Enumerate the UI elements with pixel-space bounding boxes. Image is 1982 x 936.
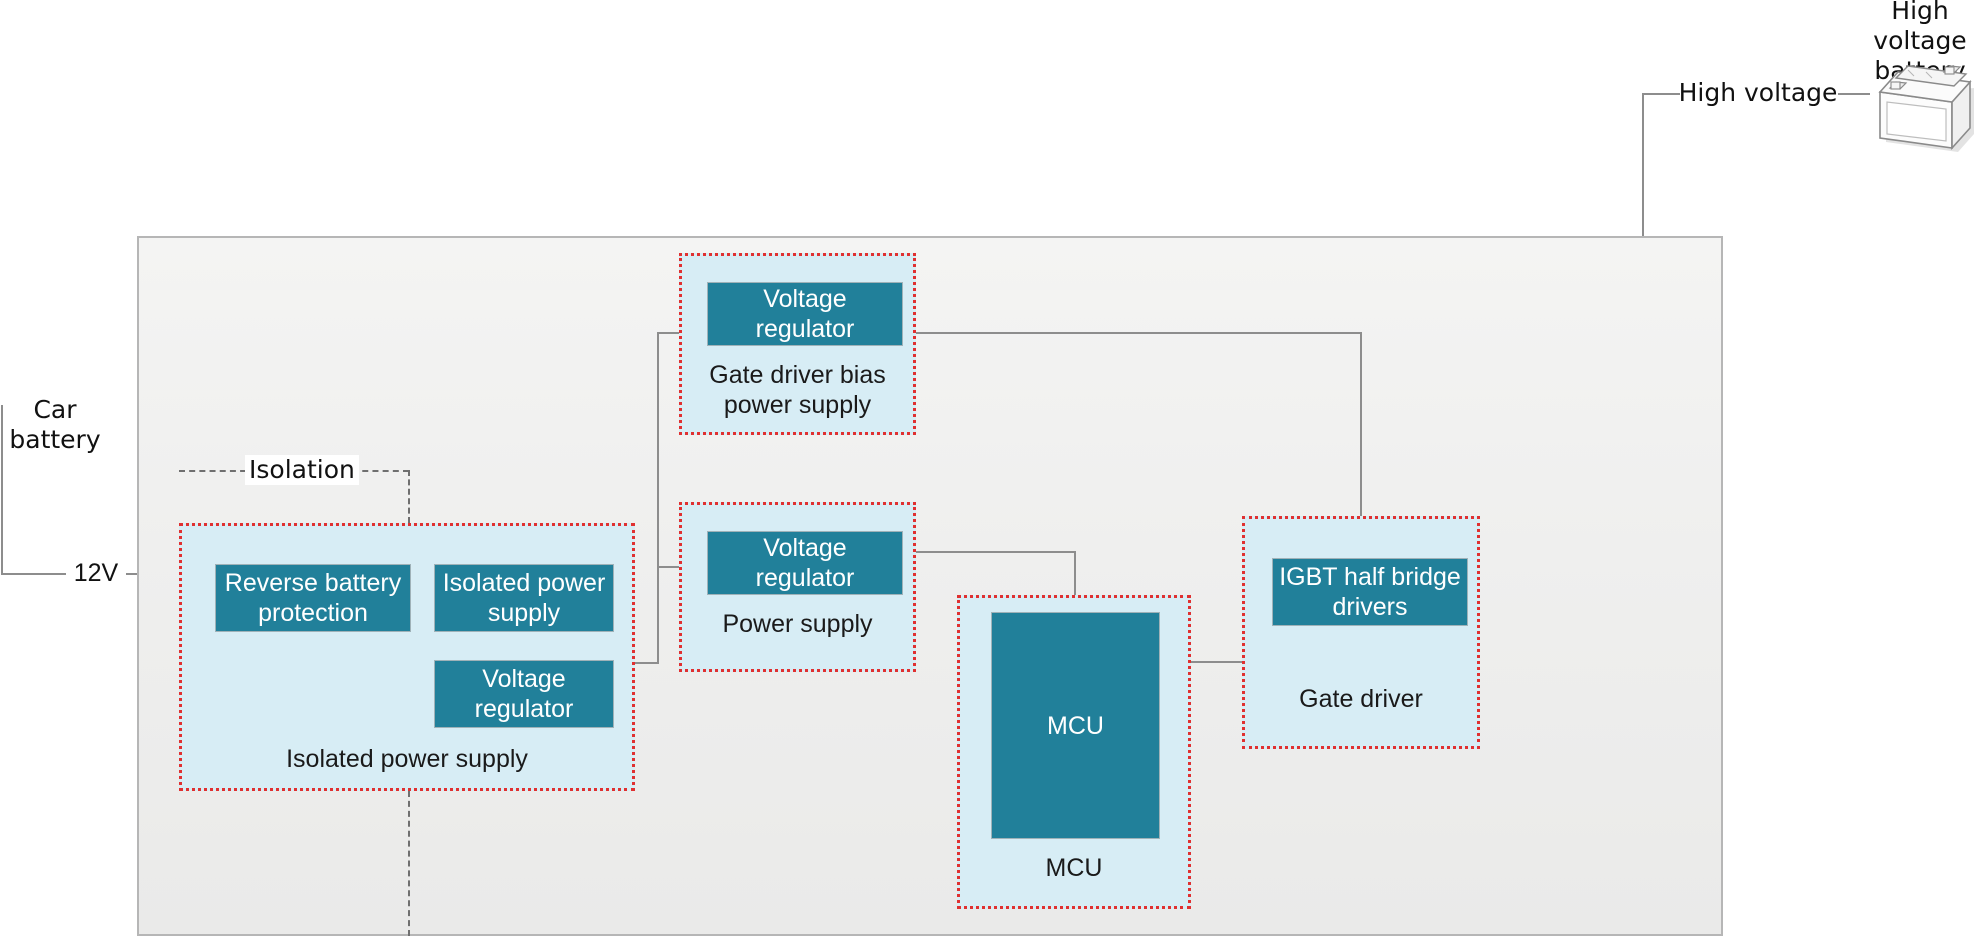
group-label-power-supply: Power supply xyxy=(722,610,873,638)
wire-bias-to-gatedriver-vertical xyxy=(1360,332,1362,555)
car-battery-voltage-label: 12V xyxy=(73,559,119,587)
block-igbt-half-bridge-drivers[interactable]: IGBT half bridge drivers xyxy=(1272,558,1468,626)
block-reverse-battery-protection[interactable]: Reverse battery protection xyxy=(215,564,411,632)
wire-hv-to-battery xyxy=(1838,93,1870,95)
isolation-line-vertical-upper xyxy=(408,470,410,523)
group-label-isolated-power-supply: Isolated power supply xyxy=(286,745,528,773)
wire-mcu-to-gatedriver xyxy=(1191,661,1242,663)
block-mcu[interactable]: MCU xyxy=(991,612,1160,839)
group-power-supply[interactable]: Voltage regulator Power supply xyxy=(679,502,916,672)
group-isolated-power-supply[interactable]: Reverse battery protection Isolated powe… xyxy=(179,523,635,791)
isolation-label: Isolation xyxy=(245,455,359,485)
group-gate-driver-bias-power-supply[interactable]: Voltage regulator Gate driver bias power… xyxy=(679,253,916,435)
wire-isops-out xyxy=(635,662,657,664)
wire-bus-vertical xyxy=(657,332,659,664)
high-voltage-battery-icon xyxy=(1862,52,1980,152)
car-battery-wire-vertical xyxy=(1,405,3,573)
car-battery-label: Car battery xyxy=(9,395,101,454)
block-voltage-regulator-bias[interactable]: Voltage regulator xyxy=(707,282,903,346)
group-label-mcu: MCU xyxy=(1045,854,1103,882)
block-voltage-regulator-isolated[interactable]: Voltage regulator xyxy=(434,660,614,728)
wire-hv-from-drop xyxy=(1642,93,1680,95)
wire-bus-to-power-supply xyxy=(657,566,679,568)
group-label-gate-driver: Gate driver xyxy=(1299,685,1423,713)
block-isolated-power-supply[interactable]: Isolated power supply xyxy=(434,564,614,632)
group-mcu[interactable]: MCU MCU xyxy=(957,595,1191,909)
car-battery-wire-12v xyxy=(1,573,66,575)
wire-bus-to-bias-supply xyxy=(657,332,679,334)
isolation-line-vertical-lower xyxy=(408,791,410,936)
wire-powersupply-to-mcu-horizontal xyxy=(916,551,1074,553)
group-label-gate-driver-bias-power-supply: Gate driver bias power supply xyxy=(709,361,886,419)
block-voltage-regulator-power-supply[interactable]: Voltage regulator xyxy=(707,531,903,595)
wire-bias-to-gatedriver-horizontal xyxy=(916,332,1360,334)
group-gate-driver[interactable]: IGBT half bridge drivers Gate driver xyxy=(1242,516,1480,749)
wire-powersupply-to-mcu-vertical xyxy=(1074,551,1076,595)
high-voltage-label: High voltage xyxy=(1678,78,1838,107)
